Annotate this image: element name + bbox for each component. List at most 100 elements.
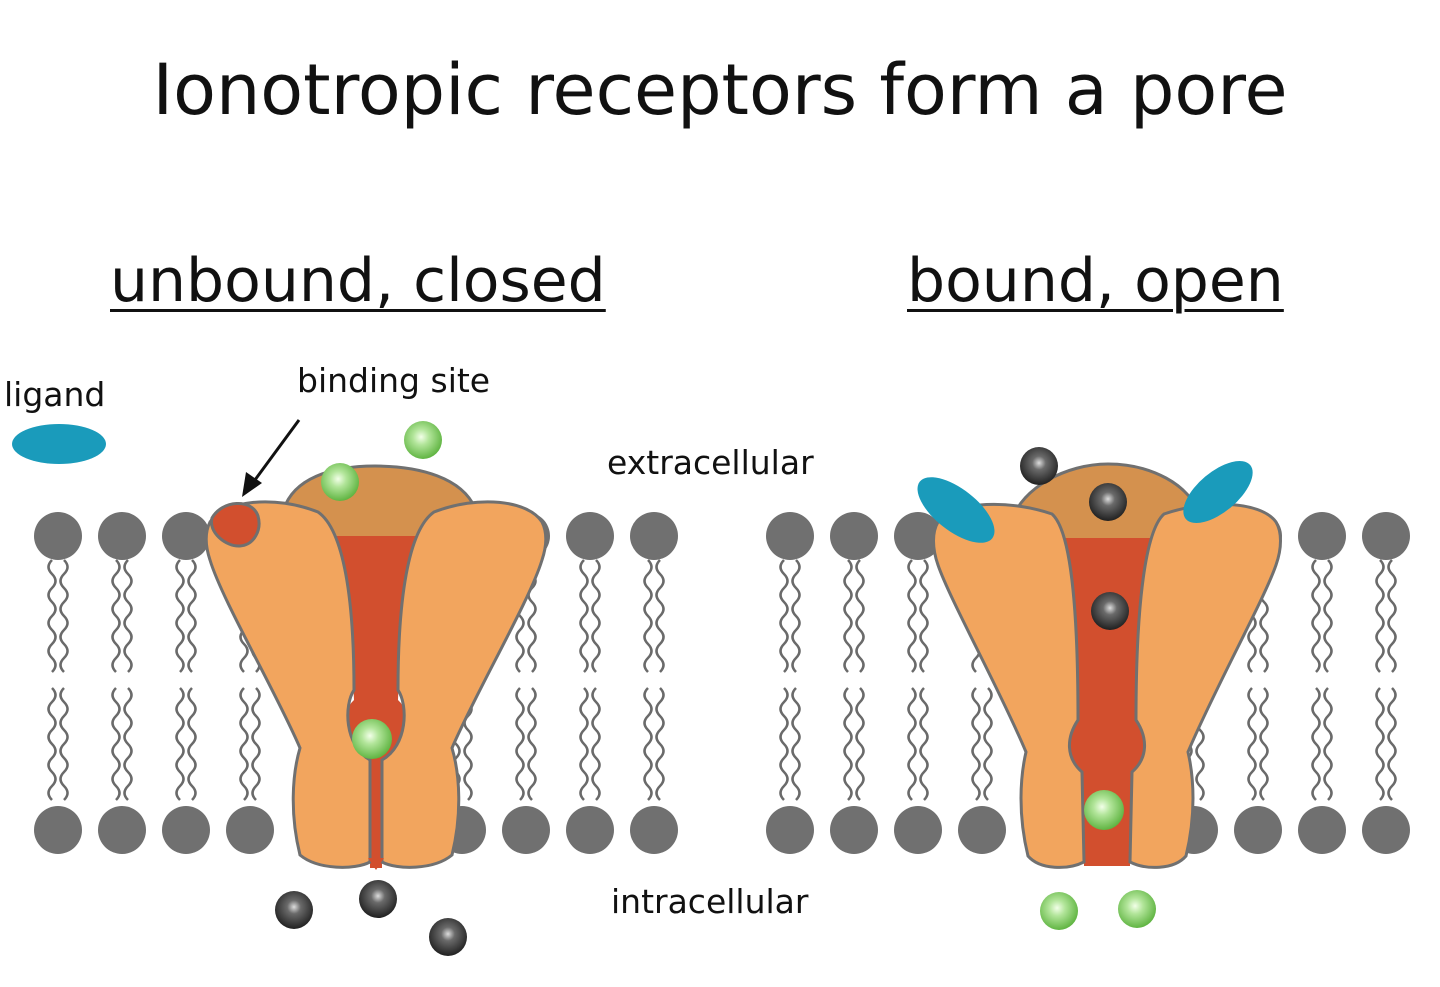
lipid-tail — [1323, 559, 1333, 673]
ion-green — [1118, 890, 1156, 928]
label-intracellular: intracellular — [611, 882, 809, 921]
ion-black — [1091, 592, 1129, 630]
lipid-tail — [1247, 687, 1257, 801]
ion-green — [321, 463, 359, 501]
lipid-tail — [123, 559, 133, 673]
lipid-tail — [655, 559, 665, 673]
lipid-tail — [1311, 559, 1321, 673]
label-binding-site: binding site — [297, 361, 491, 400]
lipid-head — [1234, 806, 1282, 854]
receptor-pore-channel — [1064, 538, 1152, 866]
lipid-tail — [591, 559, 601, 673]
page-title: Ionotropic receptors form a pore — [152, 49, 1288, 131]
lipid-tail — [791, 687, 801, 801]
binding-site — [209, 502, 261, 548]
lipid-head — [766, 512, 814, 560]
lipid-tail — [111, 559, 121, 673]
binding-site-arrow — [242, 419, 301, 497]
lipid-head — [830, 512, 878, 560]
lipid-tail — [983, 687, 993, 801]
ion-black — [359, 880, 397, 918]
lipid-tail — [123, 687, 133, 801]
lipid-tail — [187, 687, 197, 801]
receptor-subunit-left — [932, 502, 1086, 869]
lipid-tail — [239, 687, 249, 801]
lipid-head — [34, 806, 82, 854]
lipid-head — [162, 806, 210, 854]
label-ligand: ligand — [4, 375, 106, 414]
lipid-tail — [919, 687, 929, 801]
ligand-bound-right — [1183, 460, 1253, 524]
ligand-free — [12, 424, 106, 464]
lipid-tail — [175, 559, 185, 673]
lipid-head — [894, 806, 942, 854]
lipid-tail — [843, 687, 853, 801]
lipid-tail — [187, 559, 197, 673]
lipid-head — [958, 806, 1006, 854]
receptor-subunit-left — [204, 500, 372, 869]
lipid-tail — [791, 559, 801, 673]
lipid-head — [630, 806, 678, 854]
lipid-tail — [907, 559, 917, 673]
receptor-subunit-right — [1128, 502, 1282, 869]
lipid-tail — [971, 687, 981, 801]
lipid-tail — [919, 559, 929, 673]
lipid-tail — [855, 559, 865, 673]
lipid-head — [34, 512, 82, 560]
ion-green — [404, 421, 442, 459]
ion-green — [1040, 892, 1078, 930]
ligand-bound-left — [917, 477, 995, 543]
lipid-head — [830, 806, 878, 854]
ion-black — [275, 891, 313, 929]
lipid-tail — [527, 687, 537, 801]
lipid-tail — [515, 687, 525, 801]
lipid-head — [502, 806, 550, 854]
lipid-tail — [111, 687, 121, 801]
lipid-head — [1298, 806, 1346, 854]
lipid-tail — [59, 559, 69, 673]
label-extracellular: extracellular — [607, 443, 814, 482]
lipid-tail — [779, 559, 789, 673]
lipid-head — [98, 512, 146, 560]
lipid-tail — [843, 559, 853, 673]
lipid-head — [98, 806, 146, 854]
lipid-tail — [655, 687, 665, 801]
lipid-tail — [579, 687, 589, 801]
lipid-head — [566, 806, 614, 854]
receptor-bottom-tip — [368, 858, 384, 870]
heading-bound-open: bound, open — [907, 246, 1284, 316]
ion-black — [1020, 447, 1058, 485]
lipid-tail — [175, 687, 185, 801]
lipid-head — [1298, 512, 1346, 560]
ion-green — [1084, 790, 1124, 830]
lipid-head — [1362, 512, 1410, 560]
receptor-subunit-right — [380, 500, 548, 869]
lipid-head — [226, 806, 274, 854]
lipid-tail — [907, 687, 917, 801]
ion-black — [429, 918, 467, 956]
lipid-head — [566, 512, 614, 560]
lipid-tail — [1311, 687, 1321, 801]
lipid-tail — [643, 687, 653, 801]
lipid-tail — [779, 687, 789, 801]
lipid-tail — [579, 559, 589, 673]
heading-unbound-closed: unbound, closed — [110, 246, 606, 316]
lipid-tail — [251, 687, 261, 801]
lipid-tail — [643, 559, 653, 673]
lipid-tail — [1375, 687, 1385, 801]
lipid-tail — [591, 687, 601, 801]
ion-green — [352, 719, 392, 759]
lipid-tail — [1387, 559, 1397, 673]
lipid-tail — [59, 687, 69, 801]
lipid-head — [630, 512, 678, 560]
lipid-head — [894, 512, 942, 560]
lipid-tail — [1387, 687, 1397, 801]
lipid-tail — [1259, 687, 1269, 801]
lipid-tail — [47, 559, 57, 673]
lipid-head — [162, 512, 210, 560]
lipid-head — [1362, 806, 1410, 854]
ion-black — [1089, 483, 1127, 521]
lipid-tail — [47, 687, 57, 801]
